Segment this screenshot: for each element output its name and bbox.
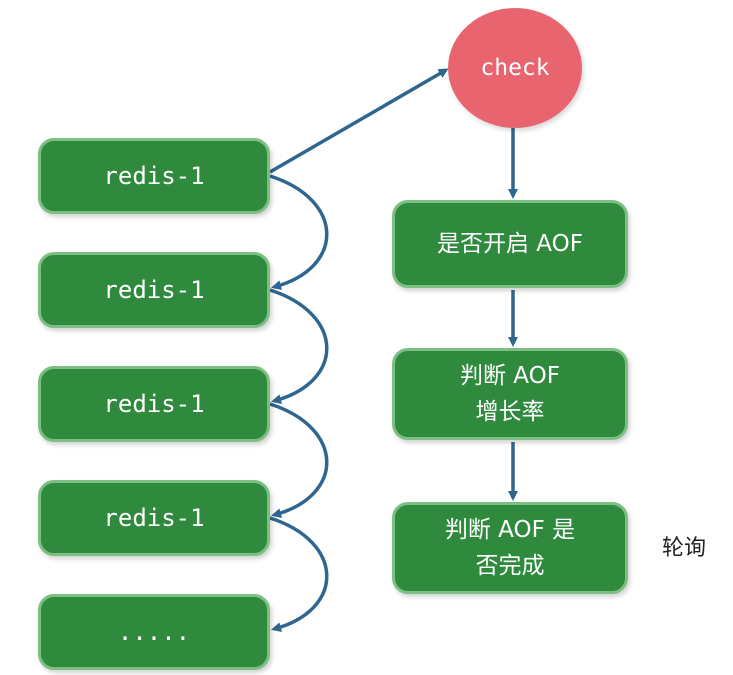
check-label: check [480, 55, 550, 81]
step-aof-growth: 判断 AOF 增长率 [392, 348, 628, 440]
arrow-redis2-to-redis3 [269, 288, 329, 405]
step-line: 判断 AOF [460, 363, 560, 389]
step-line: 判断 AOF 是 [444, 517, 576, 543]
redis-node-label: redis-1 [103, 162, 205, 190]
redis-node-label: redis-1 [103, 390, 205, 418]
step-line: 增长率 [475, 399, 545, 425]
check-node: check [448, 8, 582, 128]
redis-node-2: redis-1 [38, 252, 270, 328]
step-line: 是否开启 AOF [437, 231, 583, 257]
step-aof-complete: 判断 AOF 是 否完成 [392, 502, 628, 594]
redis-node-label: redis-1 [103, 276, 205, 304]
redis-node-label: redis-1 [103, 504, 205, 532]
arrow-redis4-to-more [269, 516, 329, 633]
arrow-redis3-to-redis4 [269, 402, 329, 519]
step-aof-enabled: 是否开启 AOF [392, 200, 628, 288]
arrow-redis1-to-redis2 [269, 174, 329, 291]
redis-node-3: redis-1 [38, 366, 270, 442]
step-line: 否完成 [475, 553, 545, 579]
arrow-redis-to-check [269, 68, 449, 174]
redis-node-1: redis-1 [38, 138, 270, 214]
redis-node-label: ..... [117, 618, 191, 646]
redis-node-4: redis-1 [38, 480, 270, 556]
redis-node-more: ..... [38, 594, 270, 670]
poll-label: 轮询 [662, 536, 707, 561]
